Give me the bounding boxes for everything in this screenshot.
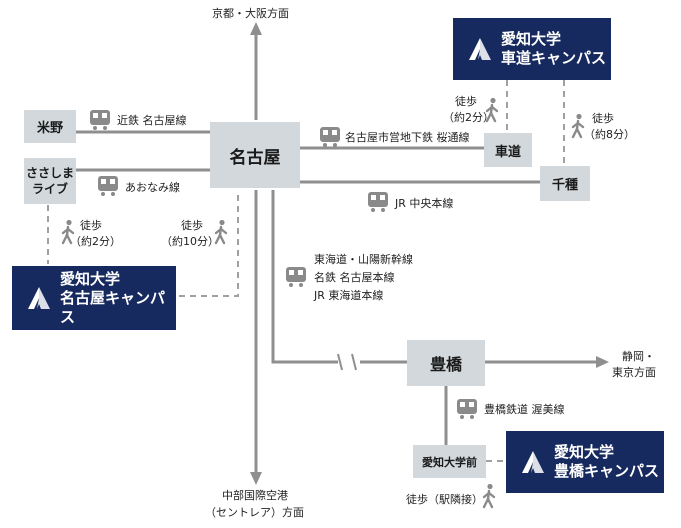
walking-person-icon <box>485 97 499 123</box>
walking-person-icon <box>214 219 228 245</box>
arrowhead-icon <box>596 356 609 368</box>
line-label-jr-chuo: JR 中央本線 <box>395 197 454 210</box>
direction-centrair-line2: （セントレア）方面 <box>205 506 304 519</box>
direction-centrair-line1: 中部国際空港 <box>222 489 288 502</box>
walking-person-icon <box>482 483 496 509</box>
campus-name: 愛知大学 名古屋キャンパス <box>60 269 166 326</box>
train-icon <box>320 127 340 147</box>
train-icon <box>286 267 306 287</box>
campus-kurumamichi: 愛知大学 車道キャンパス <box>453 18 611 80</box>
arrowhead-icon <box>250 472 262 485</box>
station-name: 米野 <box>36 121 63 136</box>
walk-label-kurumamichi-1: 徒歩 <box>455 95 477 108</box>
walk-label-toyohashi: 徒歩（駅隣接） <box>406 493 483 506</box>
line-label-tokaido-shinkansen: 東海道・山陽新幹線 <box>314 253 413 266</box>
walk-label-chikusa-1: 徒歩 <box>592 112 614 125</box>
walk-label-nagoya-2: （約10分） <box>161 235 219 248</box>
station-toyohashi: 豊橋 <box>407 340 485 386</box>
walk-label-sasashima-2: （約2分） <box>70 235 121 248</box>
train-icon <box>368 192 388 212</box>
walk-route-nagoya <box>176 195 239 297</box>
station-aichi-daigakumae: 愛知大学前 <box>413 445 486 478</box>
campus-name: 愛知大学 豊橋キャンパス <box>554 443 660 480</box>
line-label-subway: 名古屋市営地下鉄 桜通線 <box>345 131 470 144</box>
station-chikusa: 千種 <box>540 166 590 201</box>
line-label-jr-tokaido: JR 東海道本線 <box>314 289 384 302</box>
walk-label-nagoya-1: 徒歩 <box>181 219 203 232</box>
station-komeno: 米野 <box>24 110 76 143</box>
station-kurumamichi: 車道 <box>484 133 532 167</box>
train-icon <box>90 110 110 130</box>
line-label-aonami: あおなみ線 <box>125 181 180 194</box>
station-sasashima-live: ささしま ライブ <box>24 158 76 204</box>
aichi-university-logo <box>469 38 491 60</box>
line-label-toyotetsu: 豊橋鉄道 渥美線 <box>484 403 565 416</box>
campus-nagoya: 愛知大学 名古屋キャンパス <box>12 266 176 330</box>
tokaido-line-west <box>271 190 338 364</box>
train-icon <box>457 399 477 419</box>
arrowhead-icon <box>250 22 262 35</box>
walk-label-sasashima-1: 徒歩 <box>80 219 102 232</box>
aichi-university-logo <box>28 287 50 309</box>
line-label-kintetsu: 近鉄 名古屋線 <box>117 114 187 127</box>
station-name: 車道 <box>494 144 521 160</box>
line-break-mark <box>337 353 357 371</box>
direction-shizuoka-tokyo-line1: 静岡・ <box>622 350 655 363</box>
campus-toyohashi: 愛知大学 豊橋キャンパス <box>506 431 664 493</box>
station-name: 千種 <box>551 178 578 193</box>
station-nagoya: 名古屋 <box>210 122 300 188</box>
station-name: 名古屋 <box>229 147 281 168</box>
campus-name: 愛知大学 車道キャンパス <box>501 30 607 67</box>
aichi-university-logo <box>522 451 544 473</box>
direction-kyoto-osaka: 京都・大阪方面 <box>212 7 289 20</box>
station-name: 愛知大学前 <box>422 455 477 469</box>
train-icon <box>98 176 118 196</box>
station-name: ささしま ライブ <box>25 166 74 196</box>
line-label-meitetsu: 名鉄 名古屋本線 <box>314 271 395 284</box>
walking-person-icon <box>61 219 75 245</box>
walk-label-chikusa-2: （約8分） <box>584 128 635 141</box>
walking-person-icon <box>571 113 585 139</box>
walk-label-kurumamichi-2: （約2分） <box>443 111 494 124</box>
station-name: 豊橋 <box>429 355 462 374</box>
direction-shizuoka-tokyo-line2: 東京方面 <box>612 366 656 379</box>
